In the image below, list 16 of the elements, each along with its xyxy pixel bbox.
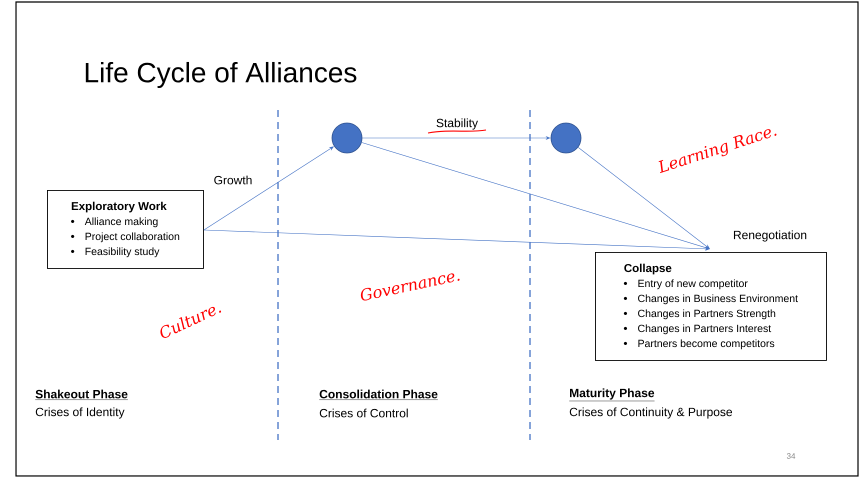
edge-label: Growth bbox=[212, 174, 254, 186]
phase-heading: Maturity Phase bbox=[569, 388, 655, 402]
page-number: 34 bbox=[786, 453, 796, 459]
filled-circle bbox=[550, 122, 582, 154]
arrow bbox=[578, 147, 710, 249]
filled-circle bbox=[332, 122, 362, 154]
phase-heading: Shakeout Phase bbox=[35, 390, 128, 400]
text-box: Exploratory Work Alliance making Project collaboration Feasibility study bbox=[47, 190, 204, 269]
edge-label: Stability bbox=[435, 117, 480, 131]
phase-heading: Consolidation Phase bbox=[319, 390, 438, 400]
slide-title: Life Cycle of Alliances bbox=[86, 62, 356, 88]
phase-subtitle: Crises of Identity bbox=[36, 407, 125, 419]
phase-subtitle: Crises of Continuity & Purpose bbox=[570, 407, 732, 419]
phase-subtitle: Crises of Control bbox=[320, 408, 408, 418]
text-box: Collapse Entry of new competitor Changes in Business Environment Changes in Partners Strength Changes in Partners Interest Partners become competitors bbox=[595, 252, 827, 361]
node-caption: Renegotiation bbox=[734, 230, 806, 242]
